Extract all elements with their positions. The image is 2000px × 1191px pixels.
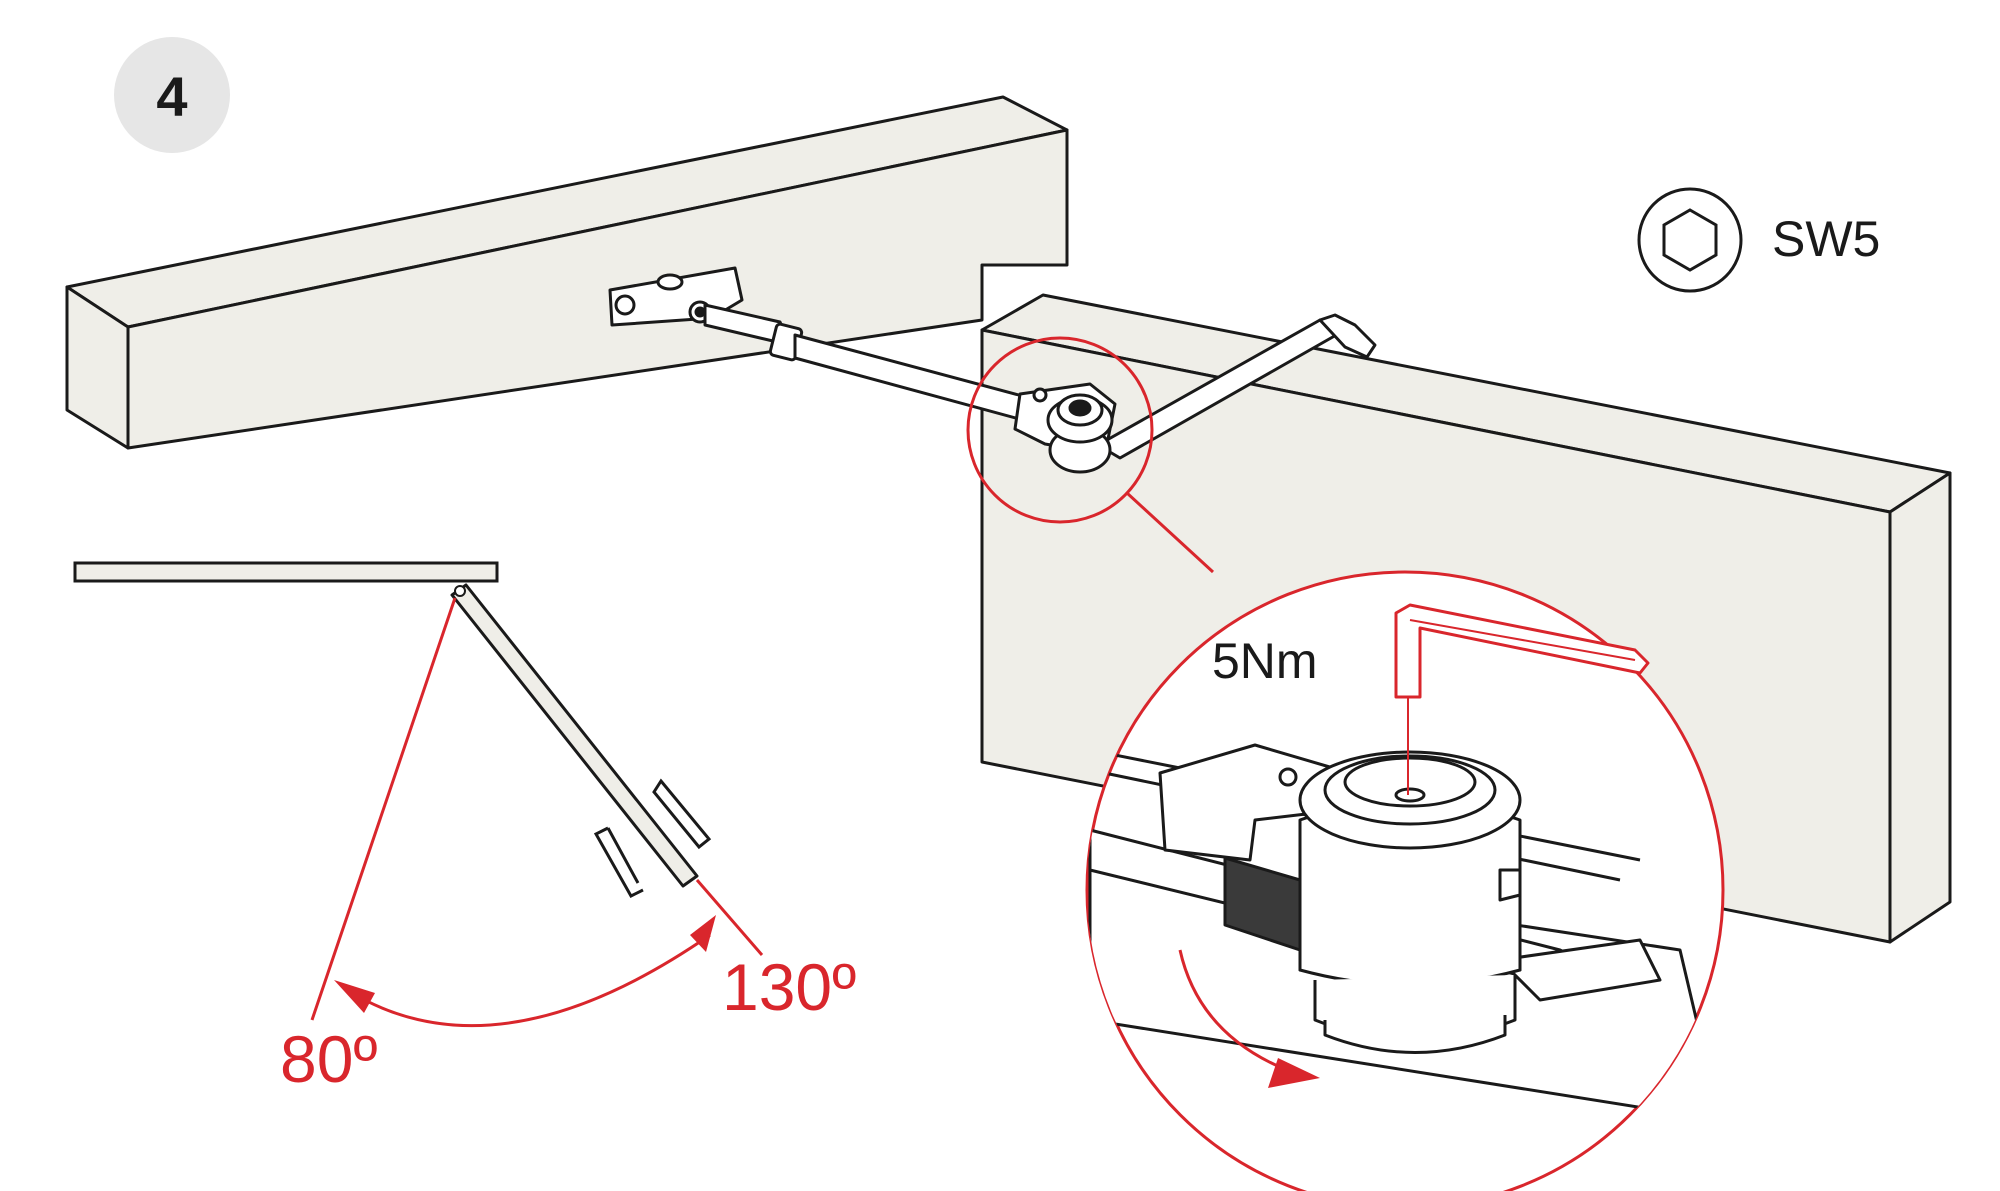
- torque-label: 5Nm: [1212, 633, 1318, 689]
- angle-line-130: [695, 879, 764, 956]
- angle-arc: [351, 933, 711, 1028]
- angle-min-label: 80º: [280, 1022, 378, 1096]
- angle-max-label: 130º: [722, 950, 856, 1024]
- plan-frame: [73, 561, 499, 583]
- angle-arrow-left: [334, 980, 375, 1013]
- hex-key: [1394, 603, 1650, 795]
- rotation-arrowhead: [1268, 1058, 1320, 1088]
- door-end-face: [1888, 471, 1952, 944]
- hex-key-icon: [1637, 187, 1743, 293]
- plan-door: [450, 583, 699, 888]
- angle-plan-view: 80º 130º: [73, 561, 856, 1096]
- plan-door-bracket: [593, 778, 712, 898]
- zoom-detail: [1085, 570, 1725, 1191]
- frame-end-face: [65, 285, 130, 450]
- tool-label: SW5: [1772, 211, 1880, 267]
- tool-indicator: SW5: [1637, 187, 1880, 293]
- door-closer-arm: [608, 266, 1377, 474]
- detail-callout: [966, 336, 1215, 574]
- door-frame: [65, 95, 1069, 450]
- angle-arrow-right: [690, 915, 716, 952]
- step-number: 4: [156, 65, 187, 128]
- step-badge: 4: [114, 37, 230, 153]
- angle-line-80: [310, 597, 457, 1021]
- arm-end-cap: [1318, 313, 1377, 359]
